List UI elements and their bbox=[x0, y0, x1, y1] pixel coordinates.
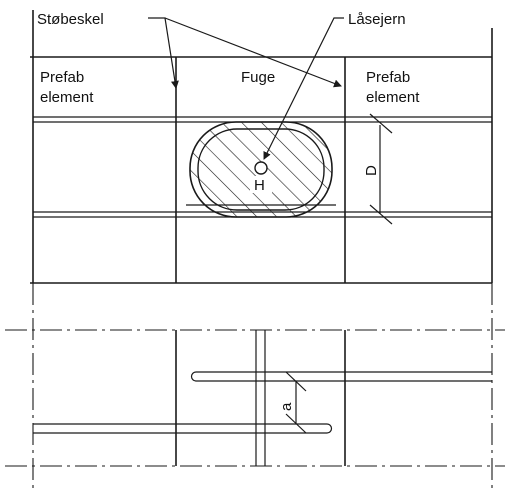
locking-bar-leader bbox=[263, 17, 344, 160]
spacing-label: a bbox=[278, 402, 295, 411]
formwork-leader-left bbox=[148, 17, 179, 89]
depth-tick-bottom bbox=[369, 204, 393, 225]
depth-label: D bbox=[363, 165, 380, 176]
formwork-label: Støbeskel bbox=[37, 11, 104, 28]
joint-label: Fuge bbox=[241, 69, 275, 86]
spacing-tick-bottom bbox=[285, 413, 307, 434]
formwork-leader-right bbox=[164, 17, 342, 88]
loop-inner bbox=[197, 128, 325, 211]
hole-label-bg bbox=[250, 176, 272, 193]
prefab-left-label-line1: Prefab bbox=[40, 69, 84, 86]
prefab-right-label-line1: Prefab bbox=[366, 69, 410, 86]
prefab-right-label-line2: element bbox=[366, 89, 420, 106]
left-loop-bar bbox=[33, 423, 333, 434]
locking-bar-label: Låsejern bbox=[348, 11, 406, 28]
hole-label: H bbox=[254, 177, 265, 194]
locking-bar-hole bbox=[254, 161, 268, 175]
labels: Støbeskel Låsejern Prefab element Fuge P… bbox=[37, 11, 420, 411]
top-section bbox=[30, 10, 493, 284]
bottom-section bbox=[5, 283, 505, 491]
depth-tick-top bbox=[369, 113, 393, 134]
spacing-tick-top bbox=[285, 371, 307, 392]
prefab-left-label-line2: element bbox=[40, 89, 94, 106]
right-loop-bar bbox=[190, 371, 492, 382]
